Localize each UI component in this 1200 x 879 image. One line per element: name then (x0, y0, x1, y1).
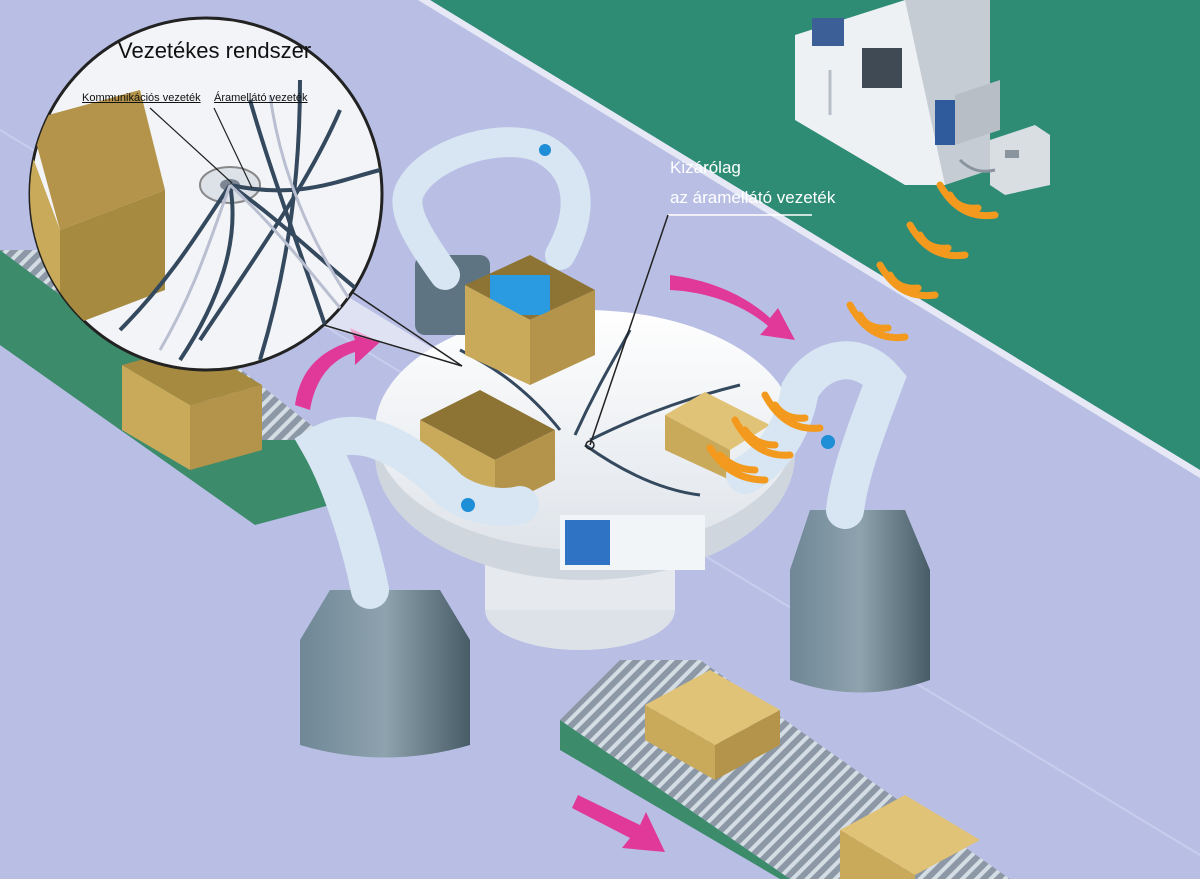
wireless-waves-icon (706, 181, 999, 484)
cardboard-box-icon (465, 255, 595, 385)
wired-system-callout (28, 16, 384, 372)
control-cabinet-icon (795, 0, 1000, 185)
flow-arrow-icon (670, 275, 795, 340)
wireless-note-line2: az áramellátó vezeték (670, 188, 836, 207)
cardboard-box-icon (840, 795, 980, 879)
wireless-note-line1: Kizárólag (670, 158, 741, 177)
robot-arm-icon (726, 341, 930, 693)
power-cable-label: Áramellátó vezeték (214, 92, 308, 104)
flow-arrow-icon (572, 795, 665, 852)
robot-arm-icon (294, 416, 539, 758)
communication-cable-label: Kommunikációs vezeték (82, 92, 201, 104)
cardboard-box-icon (645, 670, 780, 780)
wireless-module-icon (958, 125, 1050, 195)
callout-title: Vezetékes rendszer (118, 38, 312, 63)
flow-arrow-icon (295, 328, 380, 410)
